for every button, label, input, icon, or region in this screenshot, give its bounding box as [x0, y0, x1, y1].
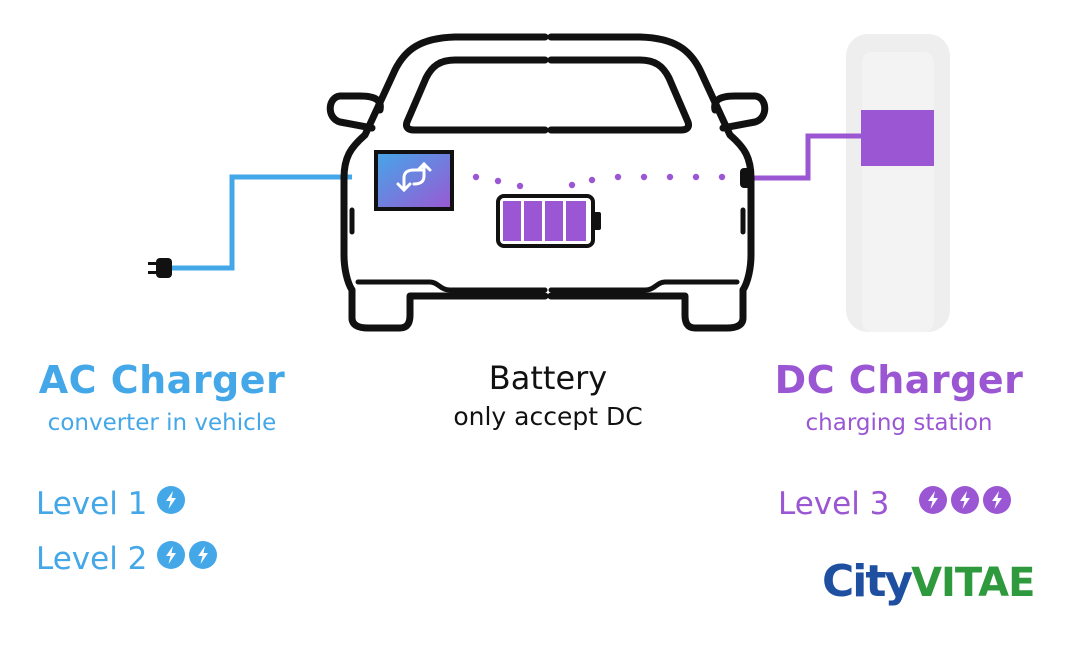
ac-cable: [170, 174, 352, 271]
battery-cell: [524, 201, 542, 241]
battery-title: Battery: [488, 359, 608, 397]
lightning-bolt-icon: [919, 486, 948, 514]
lightning-bolt-icon: [157, 486, 186, 514]
level-label: Level 3: [778, 486, 890, 522]
logo-city-text: City: [822, 556, 913, 607]
station-screen: [861, 110, 934, 166]
lightning-bolt-icon: [983, 486, 1012, 514]
current-dot: [692, 173, 700, 181]
logo-vitae-text: VITAE: [911, 560, 1035, 606]
dc-cable: [750, 133, 862, 181]
lightning-bolt-icon: [189, 541, 218, 569]
bolt-icons: [153, 541, 218, 577]
battery-icon: [496, 194, 601, 248]
battery-cell: [503, 201, 521, 241]
bolt-icons: [153, 486, 186, 522]
ac-level-1: Level 1: [36, 486, 186, 522]
battery-cell: [545, 201, 563, 241]
ac-charger-title: AC Charger: [38, 358, 286, 402]
dc-charger-subtitle: charging station: [805, 410, 993, 436]
bolt-icons: [915, 486, 1012, 522]
battery-cell: [566, 201, 586, 241]
converter-box: [374, 150, 454, 211]
current-dot: [568, 181, 576, 189]
current-dot: [472, 173, 480, 181]
level-label: Level 2: [36, 541, 148, 577]
current-dot: [640, 173, 648, 181]
dc-charger-title: DC Charger: [774, 358, 1024, 402]
current-dot: [614, 173, 622, 181]
ac-level-2: Level 2: [36, 541, 218, 577]
ac-plug-icon: [148, 258, 172, 278]
current-dot: [718, 173, 726, 181]
battery-subtitle: only accept DC: [453, 402, 643, 431]
current-dot: [666, 173, 674, 181]
lightning-bolt-icon: [951, 486, 980, 514]
dc-level-3: Level 3: [778, 486, 1012, 522]
current-dot: [494, 177, 502, 185]
lightning-bolt-icon: [157, 541, 186, 569]
convert-arrows-icon: [396, 161, 432, 193]
car-outline: [326, 33, 769, 332]
ac-charger-subtitle: converter in vehicle: [47, 410, 277, 436]
current-dot: [516, 182, 524, 190]
dc-current-dots: [472, 173, 726, 190]
cityvitae-logo: CityVITAE: [822, 556, 1035, 607]
level-label: Level 1: [36, 486, 148, 522]
current-dot: [588, 176, 596, 184]
charging-station: [846, 34, 950, 332]
